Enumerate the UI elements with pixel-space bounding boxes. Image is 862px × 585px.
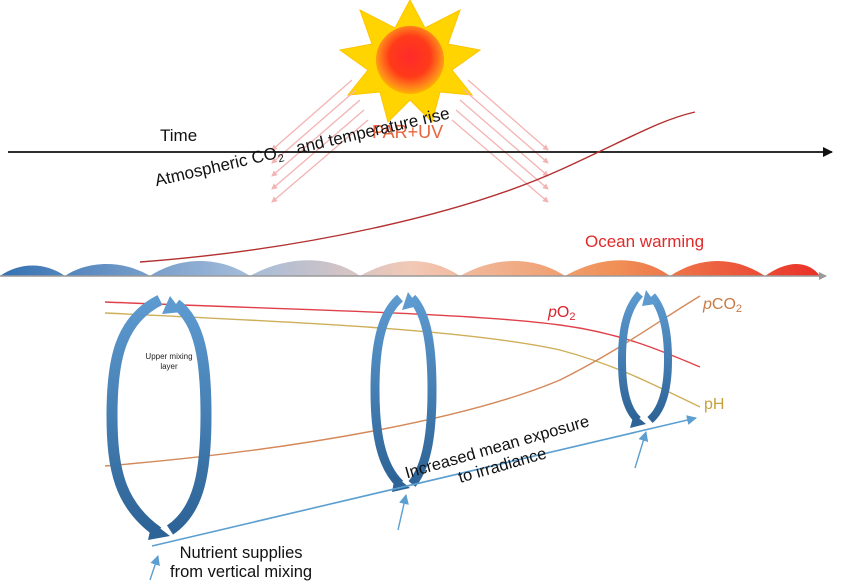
po2-label: pO2 <box>548 305 575 323</box>
exposure-arrow <box>151 415 697 547</box>
nutrient-pointer-arrows <box>149 431 649 581</box>
pco2-line <box>104 295 701 467</box>
par-uv-label: PAR+UV <box>372 122 444 142</box>
sun-icon <box>338 0 482 123</box>
po2-line <box>104 301 701 368</box>
ocean-surface <box>0 260 827 280</box>
pco2-sub: 2 <box>735 303 743 315</box>
ph-label: pH <box>704 396 725 413</box>
nutrient-line-1: Nutrient supplies <box>179 544 303 562</box>
radiation-rays-left <box>271 79 369 203</box>
ocean-warming-label: Ocean warming <box>585 232 705 251</box>
radiation-rays-right <box>451 79 549 203</box>
po2-sub: 2 <box>569 311 576 323</box>
mixing-cycle-arrows-medium <box>370 292 437 492</box>
po2-italic: p <box>548 304 557 321</box>
ph-line <box>104 312 701 408</box>
nutrient-line-2: from vertical mixing <box>170 562 313 581</box>
nutrient-label: Nutrient supplies from vertical mixing <box>170 544 312 582</box>
atmospheric-sub: 2 <box>276 152 286 166</box>
pco2-rest: CO <box>711 296 736 313</box>
upper-mixing-layer-label: Upper mixing layer <box>145 352 193 371</box>
mixing-cycle-arrows-small <box>617 290 673 428</box>
mixing-cycle-arrows-large <box>106 295 212 540</box>
co2-temperature-curve <box>139 111 696 263</box>
po2-rest: O <box>556 304 570 321</box>
time-label: Time <box>160 126 198 145</box>
pco2-italic: p <box>703 296 712 313</box>
pco2-label: pCO2 <box>703 297 742 315</box>
